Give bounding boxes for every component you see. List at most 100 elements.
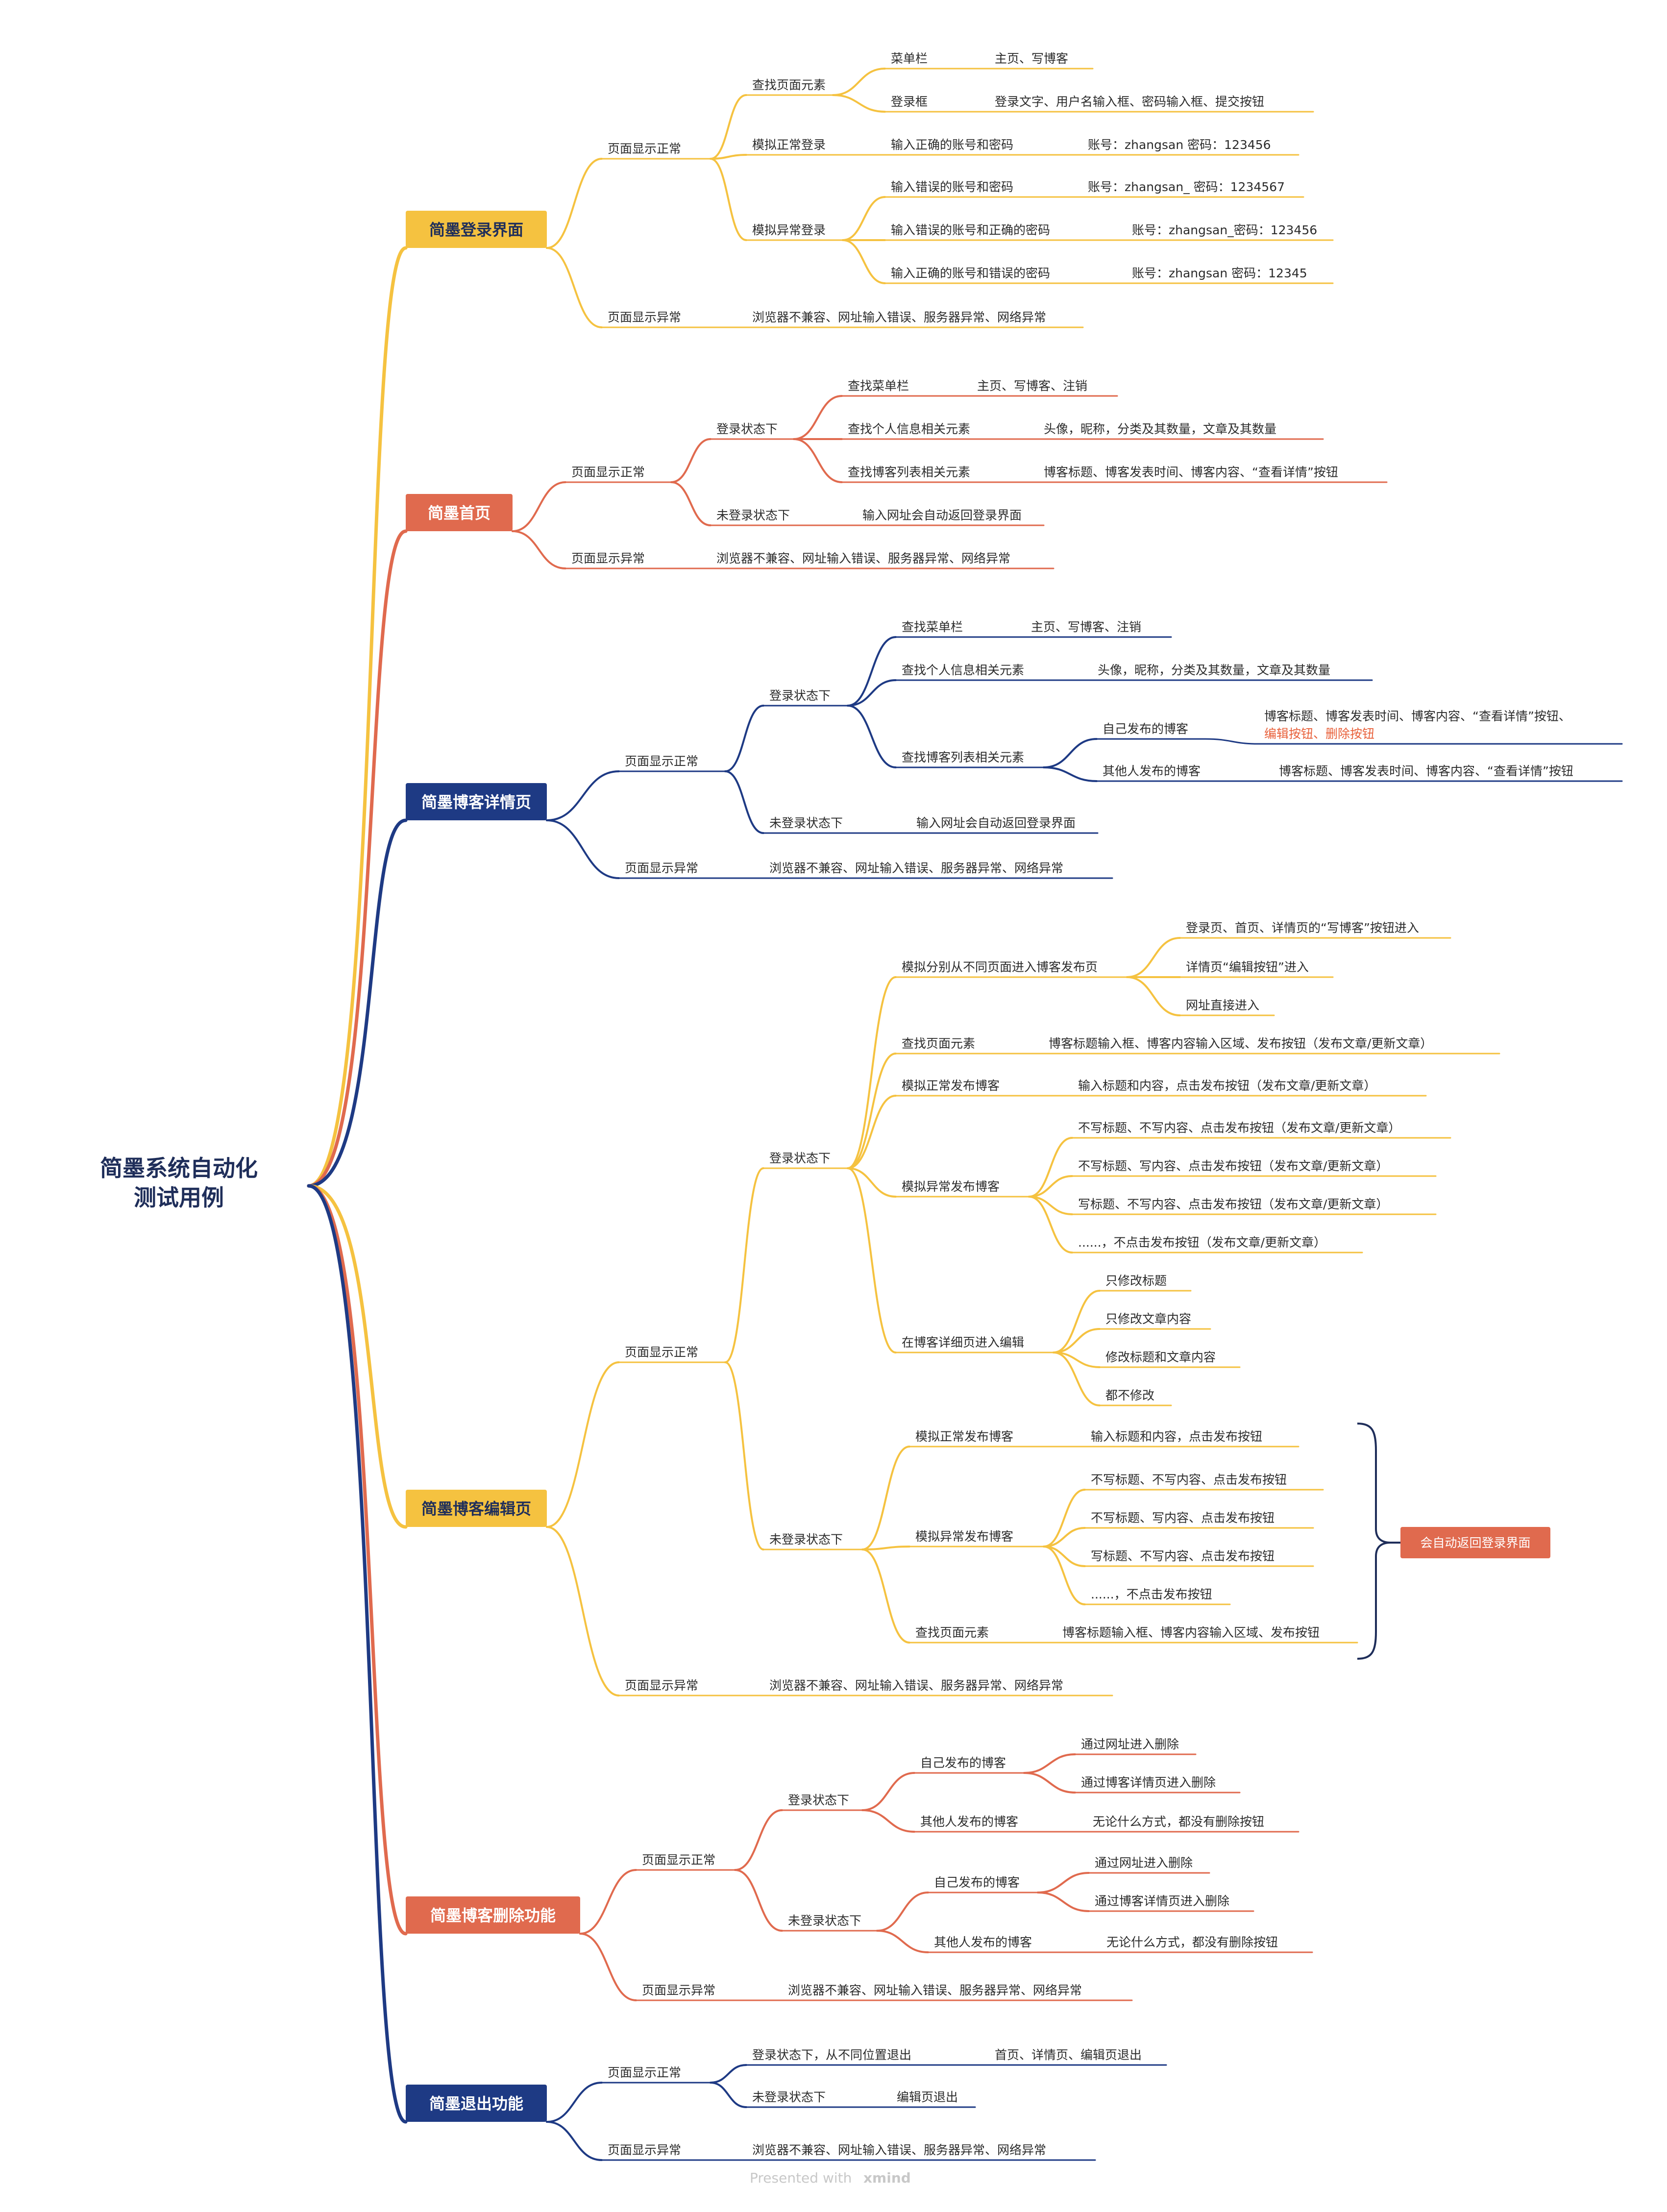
- delete-not-logged[interactable]: 未登录状态下: [788, 1914, 861, 1928]
- edit-nl-publish-ok-detail[interactable]: 输入标题和内容，点击发布按钮: [1091, 1429, 1262, 1444]
- delete-own-detail[interactable]: 通过博客详情页进入删除: [1081, 1775, 1216, 1790]
- detail-normal[interactable]: 页面显示正常: [625, 754, 698, 768]
- detail-user-info[interactable]: 查找个人信息相关元素: [902, 663, 1024, 677]
- topic-edit[interactable]: 简墨博客编辑页: [406, 1490, 547, 1527]
- edit-nl-publish-err[interactable]: 模拟异常发布博客: [915, 1529, 1013, 1544]
- edit-nl-find[interactable]: 查找页面元素: [915, 1625, 989, 1640]
- home-logged-in[interactable]: 登录状态下: [716, 422, 778, 436]
- home-menu-detail[interactable]: 主页、写博客、注销: [977, 379, 1087, 393]
- detail-own-blog-detail[interactable]: 博客标题、博客发表时间、博客内容、“查看详情”按钮、: [1264, 709, 1571, 723]
- detail-user-detail[interactable]: 头像，昵称，分类及其数量，文章及其数量: [1098, 663, 1330, 677]
- edit-entry-edit-button[interactable]: 详情页“编辑按钮”进入: [1186, 960, 1309, 974]
- delete-own[interactable]: 自己发布的博客: [920, 1756, 1006, 1770]
- delete-nl-own-detail[interactable]: 通过博客详情页进入删除: [1095, 1894, 1229, 1908]
- edit-not-logged[interactable]: 未登录状态下: [769, 1532, 843, 1547]
- edit-nl-find-detail[interactable]: 博客标题输入框、博客内容输入区域、发布按钮: [1062, 1625, 1320, 1640]
- detail-other-blog-detail[interactable]: 博客标题、博客发表时间、博客内容、“查看详情”按钮: [1279, 764, 1573, 778]
- topic-detail[interactable]: 简墨博客详情页: [406, 783, 547, 820]
- delete-nl-own-url[interactable]: 通过网址进入删除: [1095, 1856, 1193, 1870]
- delete-normal[interactable]: 页面显示正常: [642, 1853, 715, 1867]
- login-menu[interactable]: 菜单栏: [891, 51, 928, 66]
- edit-normal[interactable]: 页面显示正常: [625, 1345, 698, 1359]
- detail-menu-detail[interactable]: 主页、写博客、注销: [1031, 620, 1141, 634]
- detail-blog-list[interactable]: 查找博客列表相关元素: [902, 750, 1024, 764]
- logout-not-logged[interactable]: 未登录状态下: [752, 2090, 826, 2104]
- login-box-detail[interactable]: 登录文字、用户名输入框、密码输入框、提交按钮: [995, 95, 1264, 109]
- login-err3-detail[interactable]: 账号：zhangsan 密码：12345: [1132, 266, 1307, 280]
- detail-menu[interactable]: 查找菜单栏: [902, 620, 963, 634]
- delete-logged-in[interactable]: 登录状态下: [788, 1793, 849, 1807]
- logout-normal[interactable]: 页面显示正常: [608, 2065, 681, 2080]
- delete-nl-other-detail[interactable]: 无论什么方式，都没有删除按钮: [1106, 1935, 1278, 1949]
- home-blog-list[interactable]: 查找博客列表相关元素: [848, 465, 970, 479]
- login-normal[interactable]: 页面显示正常: [608, 142, 681, 156]
- logout-abnormal[interactable]: 页面显示异常: [608, 2143, 681, 2157]
- edit-nl-err-4[interactable]: ......，不点击发布按钮: [1091, 1587, 1212, 1601]
- edit-logged-in[interactable]: 登录状态下: [769, 1151, 831, 1165]
- topic-logout[interactable]: 简墨退出功能: [406, 2085, 547, 2122]
- detail-other-blog[interactable]: 其他人发布的博客: [1103, 764, 1201, 778]
- edit-publish-err-1[interactable]: 不写标题、不写内容、点击发布按钮（发布文章/更新文章）: [1078, 1121, 1400, 1135]
- delete-other[interactable]: 其他人发布的博客: [920, 1815, 1018, 1829]
- edit-from-detail[interactable]: 在博客详细页进入编辑: [902, 1335, 1024, 1350]
- topic-home[interactable]: 简墨首页: [406, 494, 513, 531]
- edit-no-change[interactable]: 都不修改: [1105, 1388, 1154, 1402]
- home-not-logged-detail[interactable]: 输入网址会自动返回登录界面: [862, 508, 1022, 522]
- login-err2[interactable]: 输入错误的账号和正确的密码: [891, 223, 1050, 237]
- login-err1-detail[interactable]: 账号：zhangsan_ 密码：1234567: [1088, 180, 1285, 194]
- home-abnormal-detail[interactable]: 浏览器不兼容、网址输入错误、服务器异常、网络异常: [716, 551, 1010, 565]
- home-blog-list-detail[interactable]: 博客标题、博客发表时间、博客内容、“查看详情”按钮: [1044, 465, 1338, 479]
- delete-abnormal-detail[interactable]: 浏览器不兼容、网址输入错误、服务器异常、网络异常: [788, 1983, 1082, 1997]
- detail-own-blog[interactable]: 自己发布的博客: [1103, 722, 1188, 736]
- detail-abnormal-detail[interactable]: 浏览器不兼容、网址输入错误、服务器异常、网络异常: [769, 861, 1063, 875]
- home-normal[interactable]: 页面显示正常: [571, 465, 645, 479]
- root-title-line-2[interactable]: 测试用例: [134, 1184, 224, 1211]
- edit-only-title[interactable]: 只修改标题: [1105, 1274, 1167, 1288]
- delete-nl-other[interactable]: 其他人发布的博客: [934, 1935, 1032, 1949]
- logout-logged-in-detail[interactable]: 首页、详情页、编辑页退出: [995, 2048, 1142, 2062]
- login-sim-ok[interactable]: 模拟正常登录: [752, 138, 826, 152]
- delete-other-detail[interactable]: 无论什么方式，都没有删除按钮: [1093, 1815, 1264, 1829]
- login-err3[interactable]: 输入正确的账号和错误的密码: [891, 266, 1050, 280]
- edit-find-elements-detail[interactable]: 博客标题输入框、博客内容输入区域、发布按钮（发布文章/更新文章）: [1049, 1036, 1432, 1051]
- edit-abnormal-detail[interactable]: 浏览器不兼容、网址输入错误、服务器异常、网络异常: [769, 1678, 1063, 1693]
- edit-entry-url[interactable]: 网址直接进入: [1186, 998, 1259, 1012]
- home-menu[interactable]: 查找菜单栏: [848, 379, 909, 393]
- login-sim-err[interactable]: 模拟异常登录: [752, 223, 826, 237]
- detail-abnormal[interactable]: 页面显示异常: [625, 861, 698, 875]
- detail-not-logged-detail[interactable]: 输入网址会自动返回登录界面: [916, 816, 1076, 830]
- edit-entry-write-button[interactable]: 登录页、首页、详情页的“写博客”按钮进入: [1186, 921, 1419, 935]
- detail-logged-in[interactable]: 登录状态下: [769, 688, 831, 703]
- edit-publish-err-2[interactable]: 不写标题、写内容、点击发布按钮（发布文章/更新文章）: [1078, 1159, 1388, 1173]
- login-err2-detail[interactable]: 账号：zhangsan_密码：123456: [1132, 223, 1317, 237]
- edit-find-elements[interactable]: 查找页面元素: [902, 1036, 975, 1051]
- login-ok-case[interactable]: 输入正确的账号和密码: [891, 138, 1013, 152]
- logout-logged-in[interactable]: 登录状态下，从不同位置退出: [752, 2048, 911, 2062]
- topic-login[interactable]: 简墨登录界面: [406, 211, 547, 248]
- detail-own-blog-edit-delete[interactable]: 编辑按钮、删除按钮: [1264, 727, 1374, 741]
- delete-nl-own[interactable]: 自己发布的博客: [934, 1875, 1020, 1890]
- root-title-line-1[interactable]: 简墨系统自动化: [100, 1155, 258, 1181]
- login-find-elements[interactable]: 查找页面元素: [752, 78, 826, 92]
- home-abnormal[interactable]: 页面显示异常: [571, 551, 645, 565]
- edit-publish-ok[interactable]: 模拟正常发布博客: [902, 1079, 1000, 1093]
- edit-title-and-content[interactable]: 修改标题和文章内容: [1105, 1350, 1216, 1364]
- login-abnormal[interactable]: 页面显示异常: [608, 310, 681, 324]
- delete-own-url[interactable]: 通过网址进入删除: [1081, 1737, 1179, 1751]
- edit-nl-publish-ok[interactable]: 模拟正常发布博客: [915, 1429, 1013, 1444]
- edit-entry[interactable]: 模拟分别从不同页面进入博客发布页: [902, 960, 1098, 974]
- login-err1[interactable]: 输入错误的账号和密码: [891, 180, 1013, 194]
- edit-publish-err-3[interactable]: 写标题、不写内容、点击发布按钮（发布文章/更新文章）: [1078, 1197, 1388, 1211]
- login-ok-detail[interactable]: 账号：zhangsan 密码：123456: [1088, 138, 1271, 152]
- delete-abnormal[interactable]: 页面显示异常: [642, 1983, 715, 1997]
- home-user-info[interactable]: 查找个人信息相关元素: [848, 422, 970, 436]
- callout-auto-return[interactable]: 会自动返回登录界面: [1400, 1527, 1550, 1558]
- edit-nl-err-2[interactable]: 不写标题、写内容、点击发布按钮: [1091, 1511, 1275, 1525]
- home-user-detail[interactable]: 头像，昵称，分类及其数量，文章及其数量: [1044, 422, 1276, 436]
- detail-not-logged[interactable]: 未登录状态下: [769, 816, 843, 830]
- edit-nl-err-1[interactable]: 不写标题、不写内容、点击发布按钮: [1091, 1473, 1287, 1487]
- edit-publish-ok-detail[interactable]: 输入标题和内容，点击发布按钮（发布文章/更新文章）: [1078, 1079, 1376, 1093]
- edit-publish-err[interactable]: 模拟异常发布博客: [902, 1180, 1000, 1194]
- login-abnormal-detail[interactable]: 浏览器不兼容、网址输入错误、服务器异常、网络异常: [752, 310, 1046, 324]
- topic-delete[interactable]: 简墨博客删除功能: [406, 1896, 580, 1934]
